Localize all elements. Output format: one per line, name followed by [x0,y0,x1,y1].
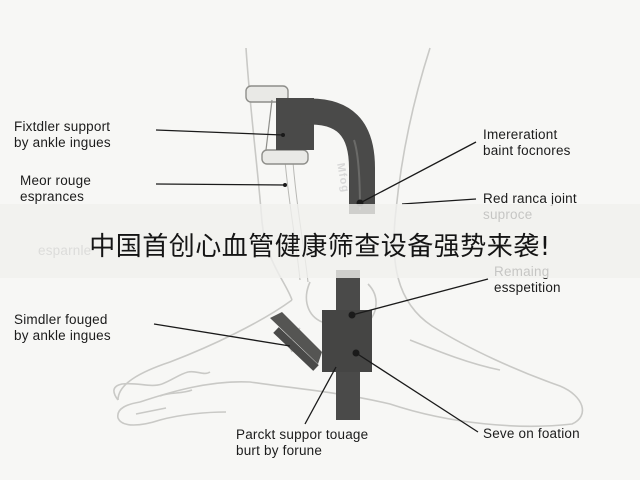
headline-text: 中国首创心血管健康筛查设备强势来袭! [89,232,551,262]
label-fixtdler-support: Fixtdler support by ankle ingues [14,119,111,150]
brace-bar [270,98,375,420]
label-seve-on-foation: Seve on foation [483,426,580,441]
label-meor-rouge: Meor rouge esprances [20,173,92,204]
label-imererationt: Imererationt baint focnores [483,127,571,158]
label-parckt-suppor: Parckt suppor touage burt by forune [236,427,369,458]
leader-lines [153,129,489,433]
label-simdler-fouged: Simdler fouged by ankle ingues [14,312,111,343]
headline-banner [0,204,640,278]
